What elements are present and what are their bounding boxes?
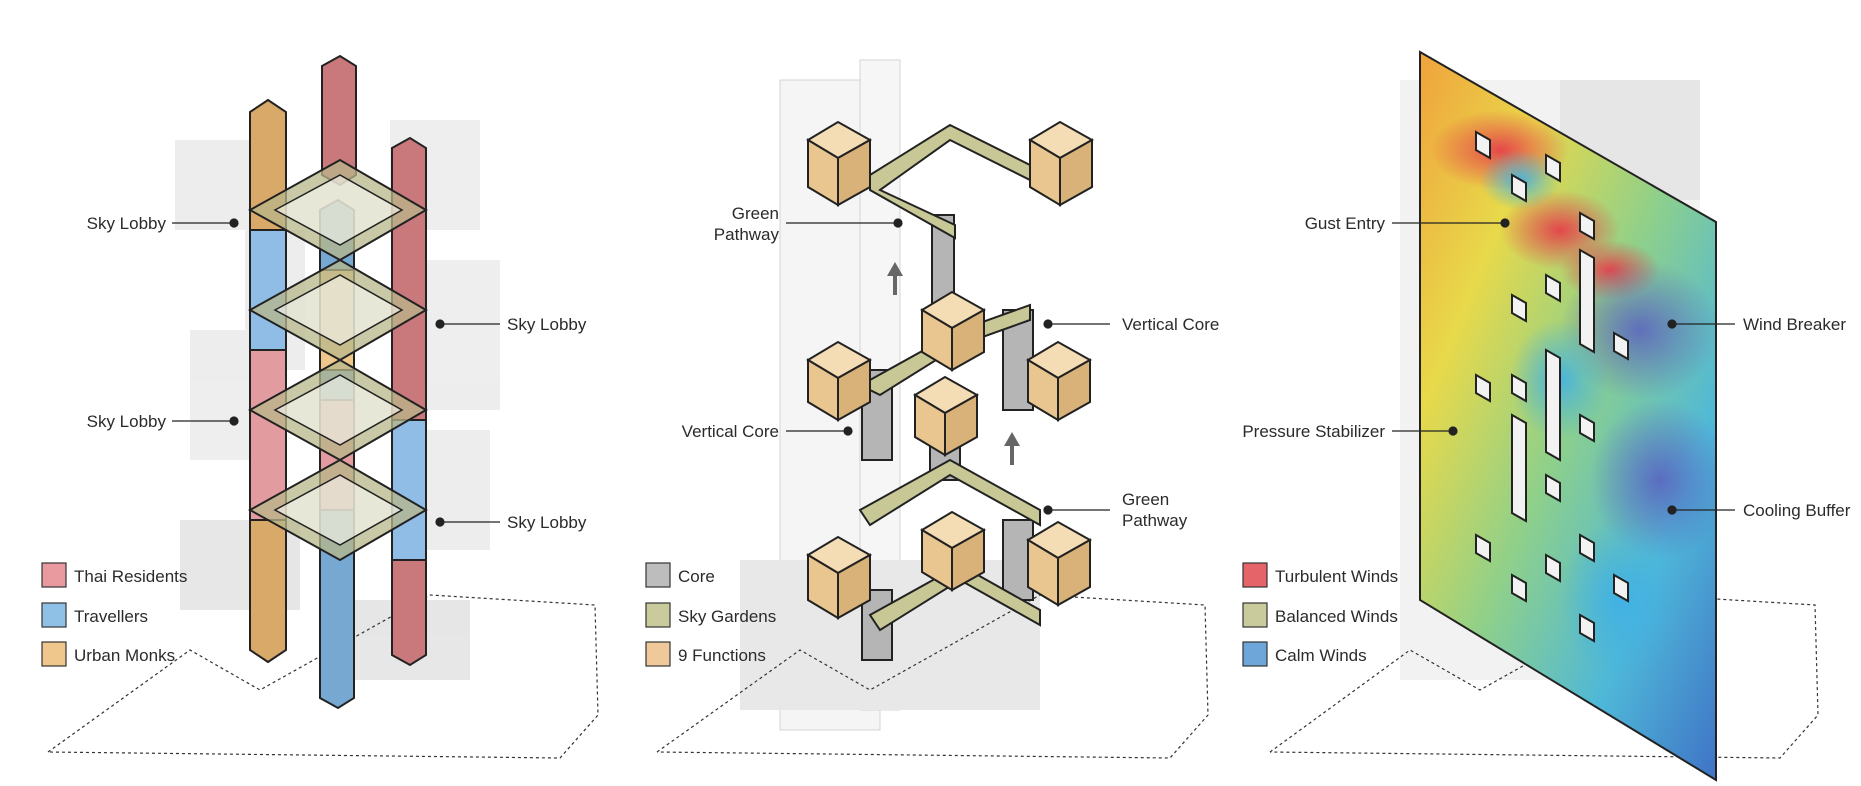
site-boundary-2	[656, 594, 1209, 759]
legend-swatch-sky-gardens	[645, 602, 671, 628]
legend-swatch-core	[645, 562, 671, 588]
site-boundary	[47, 594, 599, 759]
legend-swatch-travellers	[41, 602, 67, 628]
wind-openings	[1475, 130, 1629, 643]
callout-green-pathway-1a: Green	[732, 204, 779, 223]
panel-structure: Green Pathway Vertical Core Vertical Cor…	[645, 59, 1219, 759]
callout-sky-lobby-1: Sky Lobby	[87, 214, 167, 233]
callout-vertical-core-2: Vertical Core	[682, 422, 779, 441]
function-boxes	[806, 120, 1095, 620]
callout-vertical-core-1: Vertical Core	[1122, 315, 1219, 334]
column-segment-travellers-right	[391, 419, 427, 561]
legend-wind: Turbulent Winds Balanced Winds Calm Wind…	[1242, 562, 1398, 667]
legend-label-balanced-winds: Balanced Winds	[1275, 607, 1398, 626]
wind-plane-outline	[1419, 50, 1717, 782]
legend-structure: Core Sky Gardens 9 Functions	[645, 562, 776, 667]
column-segment-travellers	[249, 229, 287, 351]
callout-sky-lobby-3: Sky Lobby	[87, 412, 167, 431]
legend-label-turbulent-winds: Turbulent Winds	[1275, 567, 1398, 586]
circulation-arrows	[887, 262, 1020, 465]
legend-label-core: Core	[678, 567, 715, 586]
legend-label-urban-monks: Urban Monks	[74, 646, 175, 665]
callouts-program	[172, 218, 500, 527]
legend-swatch-9-functions	[645, 641, 671, 667]
panel-program: Sky Lobby Sky Lobby Sky Lobby Sky Lobby …	[41, 54, 599, 759]
callout-cooling-buffer: Cooling Buffer	[1743, 501, 1851, 520]
site-boundary-3	[1269, 594, 1819, 759]
legend-swatch-balanced-winds	[1242, 602, 1268, 628]
legend-swatch-turbulent-winds	[1242, 562, 1268, 588]
callouts-structure	[786, 218, 1110, 515]
legend-program: Thai Residents Travellers Urban Monks	[41, 562, 187, 667]
legend-label-travellers: Travellers	[74, 607, 148, 626]
callout-green-pathway-2a: Green	[1122, 490, 1169, 509]
callouts-wind	[1392, 218, 1735, 515]
legend-swatch-urban-monks	[41, 641, 67, 667]
legend-label-sky-gardens: Sky Gardens	[678, 607, 776, 626]
legend-label-calm-winds: Calm Winds	[1275, 646, 1367, 665]
panel-wind: Gust Entry Wind Breaker Pressure Stabili…	[1242, 50, 1851, 782]
legend-swatch-calm-winds	[1242, 641, 1268, 667]
legend-swatch-thai-residents	[41, 562, 67, 588]
callout-gust-entry: Gust Entry	[1305, 214, 1386, 233]
callout-sky-lobby-2: Sky Lobby	[507, 315, 587, 334]
callout-sky-lobby-4: Sky Lobby	[507, 513, 587, 532]
column-segment-residents	[249, 349, 287, 521]
callout-pressure-stabilizer: Pressure Stabilizer	[1242, 422, 1385, 441]
legend-label-9-functions: 9 Functions	[678, 646, 766, 665]
callout-green-pathway-2b: Pathway	[1122, 511, 1188, 530]
callout-green-pathway-1b: Pathway	[714, 225, 780, 244]
callout-wind-breaker: Wind Breaker	[1743, 315, 1846, 334]
legend-label-thai-residents: Thai Residents	[74, 567, 187, 586]
